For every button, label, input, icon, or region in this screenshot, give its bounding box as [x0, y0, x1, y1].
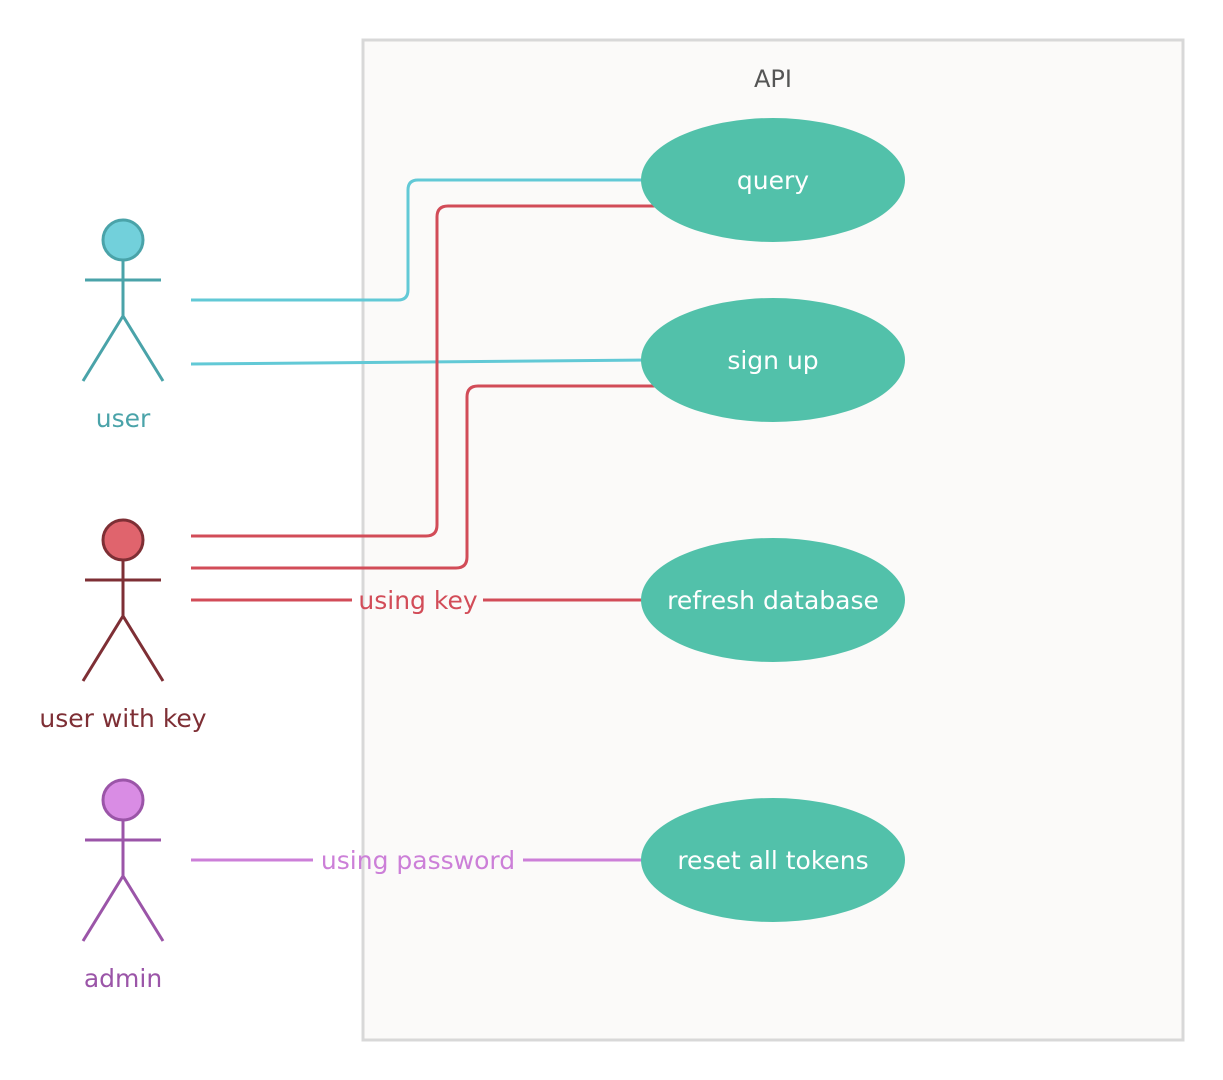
actor-admin-label: admin	[84, 964, 162, 993]
actor-user-head	[101, 218, 145, 262]
use-case-refresh-database-label: refresh database	[667, 586, 879, 615]
use-case-query[interactable]: query	[641, 118, 905, 242]
actor-user-with-key[interactable]: user with key	[39, 518, 207, 733]
edge-label-using-password: using password	[321, 846, 515, 875]
use-case-reset-all-tokens-ellipse	[641, 798, 905, 922]
actor-user-with-key-label: user with key	[39, 704, 206, 733]
use-case-query-ellipse	[641, 118, 905, 242]
edge-user-with-key-query	[191, 204, 660, 538]
use-case-refresh-database-ellipse	[641, 538, 905, 662]
actor-user-with-key-body	[81, 560, 165, 682]
system-title: API	[754, 65, 792, 93]
edge-user-query	[191, 178, 648, 302]
actor-user-label: user	[96, 404, 151, 433]
use-case-sign-up-ellipse	[641, 298, 905, 422]
use-case-reset-all-tokens[interactable]: reset all tokens	[641, 798, 905, 922]
actor-admin[interactable]: admin	[81, 778, 165, 993]
use-case-sign-up-label: sign up	[727, 346, 818, 375]
actor-admin-head	[101, 778, 145, 822]
actor-user-with-key-head	[101, 518, 145, 562]
use-case-reset-all-tokens-label: reset all tokens	[677, 846, 868, 875]
edge-label-using-key: using key	[358, 586, 477, 615]
actor-user-body	[81, 260, 165, 382]
actor-admin-body	[81, 820, 165, 942]
use-case-sign-up[interactable]: sign up	[641, 298, 905, 422]
use-case-query-label: query	[737, 166, 809, 195]
actor-user[interactable]: user	[81, 218, 165, 433]
use-case-refresh-database[interactable]: refresh database	[641, 538, 905, 662]
edge-user-sign-up	[190, 358, 649, 366]
edge-user-with-key-sign-up	[191, 384, 660, 570]
